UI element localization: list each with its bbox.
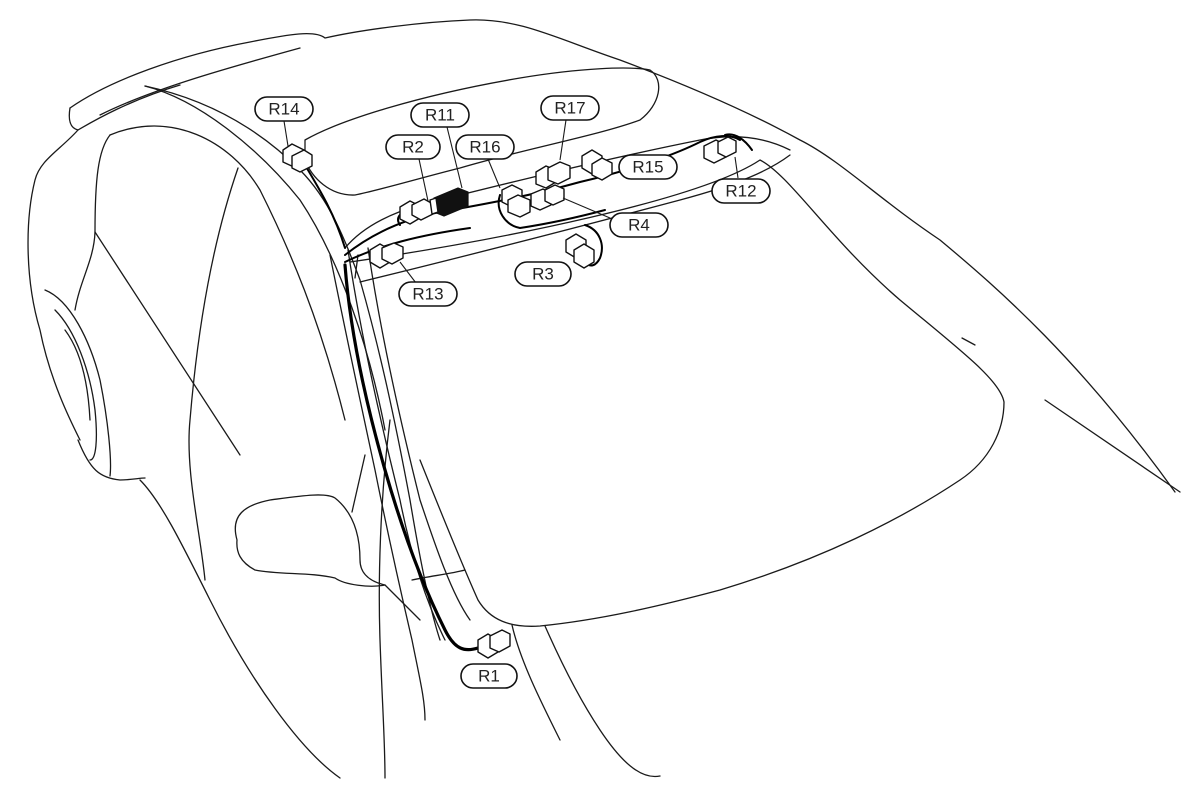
label-r4-text: R4 <box>628 216 650 235</box>
label-r14: R14 <box>254 96 314 122</box>
label-r17: R17 <box>540 95 600 121</box>
label-r3: R3 <box>514 261 572 287</box>
connector-r1[interactable] <box>477 629 511 659</box>
label-r17-text: R17 <box>554 99 585 118</box>
label-r4: R4 <box>609 212 669 238</box>
connector-r13[interactable] <box>369 242 417 284</box>
connector-r14[interactable] <box>282 120 313 173</box>
label-r14-text: R14 <box>268 100 299 119</box>
label-r12: R12 <box>711 178 771 204</box>
sunroof-outline <box>304 67 660 196</box>
label-r2: R2 <box>385 134 441 160</box>
label-r15: R15 <box>618 154 678 180</box>
label-r3-text: R3 <box>532 265 554 284</box>
label-r11-text: R11 <box>425 106 455 125</box>
label-r1: R1 <box>460 663 518 689</box>
label-r16: R16 <box>455 134 515 160</box>
label-r15-text: R15 <box>632 158 663 177</box>
label-r2-text: R2 <box>402 138 424 157</box>
connector-r2[interactable] <box>399 158 434 225</box>
label-r12-text: R12 <box>725 182 756 201</box>
label-r16-text: R16 <box>469 138 500 157</box>
car-body-outline <box>27 19 1181 779</box>
connector-r3[interactable] <box>565 233 595 269</box>
connector-r17[interactable] <box>535 119 571 189</box>
label-r13: R13 <box>398 281 458 307</box>
connector-r16[interactable] <box>487 158 531 218</box>
connector-r12[interactable] <box>703 136 739 179</box>
label-r1-text: R1 <box>478 667 500 686</box>
label-r13-text: R13 <box>412 285 443 304</box>
connector-r4[interactable] <box>530 184 611 219</box>
connector-r11[interactable] <box>429 126 469 217</box>
label-r11: R11 <box>410 102 470 128</box>
connector-r15[interactable] <box>581 149 613 181</box>
